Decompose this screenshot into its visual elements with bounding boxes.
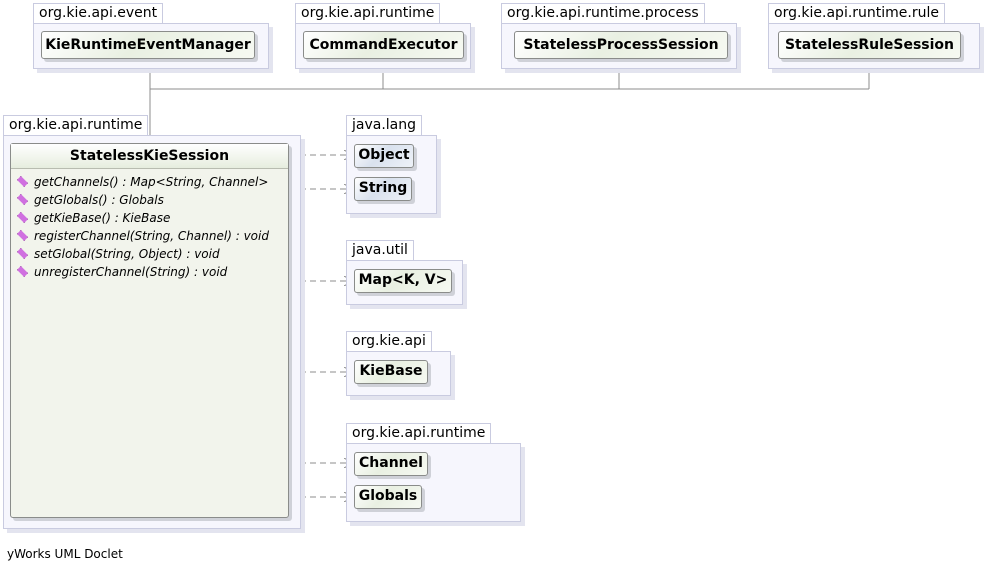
class-channel[interactable]: Channel [354, 452, 428, 476]
package-org-kie-api-runtime-top: org.kie.api.runtime CommandExecutor [295, 3, 471, 69]
method-item[interactable]: unregisterChannel(String) : void [17, 263, 288, 281]
package-name: org.kie.api.runtime.rule [768, 3, 945, 23]
method-icon [17, 176, 28, 187]
class-kie-runtime-event-manager[interactable]: KieRuntimeEventManager [41, 31, 255, 59]
method-type: : Map<String, Channel> [122, 175, 269, 189]
method-item[interactable]: getChannels() : Map<String, Channel> [17, 173, 288, 191]
package-name: org.kie.api.runtime [3, 115, 149, 135]
method-icon [17, 212, 28, 223]
method-type: : void [235, 229, 269, 243]
package-java-util: java.util Map<K, V> [346, 240, 463, 305]
class-stateless-kie-session[interactable]: StatelessKieSession getChannels() : Map<… [10, 143, 289, 518]
package-name: java.lang [346, 115, 423, 135]
package-org-kie-api: org.kie.api KieBase [346, 331, 451, 396]
footer-credit: yWorks UML Doclet [7, 547, 123, 561]
class-map[interactable]: Map<K, V> [354, 269, 452, 293]
class-command-executor[interactable]: CommandExecutor [303, 31, 464, 59]
package-org-kie-api-event: org.kie.api.event KieRuntimeEventManager [33, 3, 269, 69]
method-icon [17, 248, 28, 259]
package-name: org.kie.api.runtime [295, 3, 441, 23]
package-name: org.kie.api.runtime.process [501, 3, 705, 23]
class-title: StatelessKieSession [11, 144, 288, 169]
method-item[interactable]: setGlobal(String, Object) : void [17, 245, 288, 263]
method-item[interactable]: getKieBase() : KieBase [17, 209, 288, 227]
method-icon [17, 230, 28, 241]
package-java-lang: java.lang Object String [346, 115, 437, 214]
class-kiebase[interactable]: KieBase [354, 360, 428, 384]
method-type: : void [186, 247, 220, 261]
method-item[interactable]: registerChannel(String, Channel) : void [17, 227, 288, 245]
method-name: setGlobal(String, Object) [34, 247, 183, 261]
package-name: org.kie.api.runtime [346, 423, 492, 443]
method-type: : Globals [111, 193, 164, 207]
method-name: unregisterChannel(String) [34, 265, 191, 279]
generalization-edges [149, 71, 870, 143]
method-item[interactable]: getGlobals() : Globals [17, 191, 288, 209]
method-icon [17, 266, 28, 277]
class-string[interactable]: String [354, 177, 412, 201]
method-name: getKieBase() [34, 211, 111, 225]
package-name: org.kie.api.event [33, 3, 164, 23]
class-object[interactable]: Object [354, 144, 414, 168]
method-list: getChannels() : Map<String, Channel> get… [11, 169, 288, 281]
method-icon [17, 194, 28, 205]
method-name: registerChannel(String, Channel) [34, 229, 232, 243]
method-name: getChannels() [34, 175, 119, 189]
class-stateless-rule-session[interactable]: StatelessRuleSession [778, 31, 961, 59]
method-type: : KieBase [114, 211, 171, 225]
method-type: : void [194, 265, 228, 279]
class-stateless-process-session[interactable]: StatelessProcessSession [514, 31, 728, 59]
package-org-kie-api-runtime-rule: org.kie.api.runtime.rule StatelessRuleSe… [768, 3, 980, 69]
package-org-kie-api-runtime-right: org.kie.api.runtime Channel Globals [346, 423, 521, 522]
method-name: getGlobals() [34, 193, 108, 207]
package-name: java.util [346, 240, 414, 260]
package-name: org.kie.api [346, 331, 432, 351]
class-globals[interactable]: Globals [354, 485, 422, 509]
package-org-kie-api-runtime-process: org.kie.api.runtime.process StatelessPro… [501, 3, 737, 69]
